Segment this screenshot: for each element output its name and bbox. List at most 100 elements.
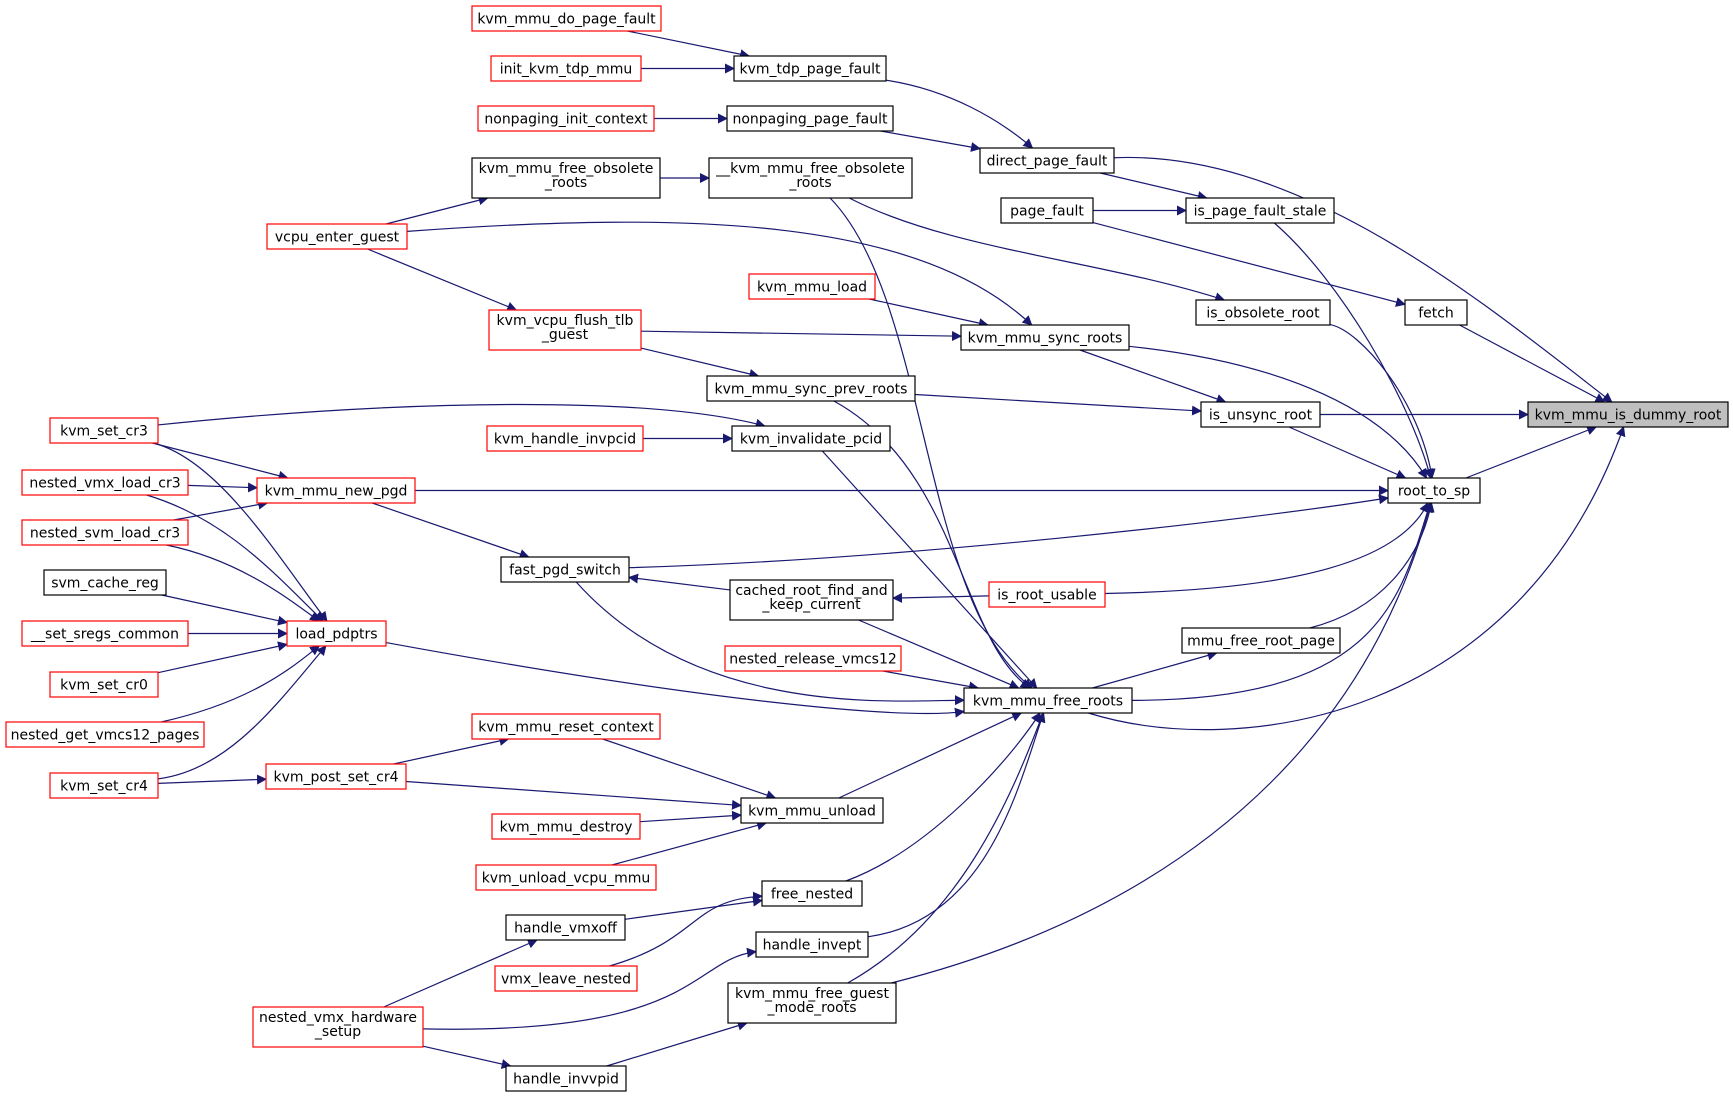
edge-path [157, 641, 288, 674]
node-handle-vmxoff[interactable]: handle_vmxoff [505, 914, 626, 941]
node-kvm-mmu-load[interactable]: kvm_mmu_load [748, 273, 876, 300]
node-label: kvm_unload_vcpu_mmu [482, 871, 651, 887]
node-direct-page-fault[interactable]: direct_page_fault [979, 147, 1115, 174]
edge-path [575, 581, 965, 706]
node-label: _setup [314, 1024, 361, 1040]
node-label: kvm_mmu_destroy [500, 820, 633, 836]
node-label: __set_sregs_common [30, 627, 179, 643]
node-nested-vmx-hardware-setup[interactable]: nested_vmx_hardware_setup [252, 1006, 424, 1048]
node-kvm-mmu-sync-roots[interactable]: kvm_mmu_sync_roots [960, 324, 1130, 351]
node-nonpaging-page-fault[interactable]: nonpaging_page_fault [726, 105, 894, 132]
node-is-obsolete-root[interactable]: is_obsolete_root [1195, 299, 1331, 326]
node-nested-vmx-load-cr3[interactable]: nested_vmx_load_cr3 [21, 469, 189, 496]
node-nested-get-vmcs12-pages[interactable]: nested_get_vmcs12_pages [5, 721, 205, 748]
node-box [490, 55, 642, 82]
node-nested-svm-load-cr3[interactable]: nested_svm_load_cr3 [21, 519, 189, 546]
edge-path [1113, 156, 1613, 403]
edge-kvm_set_cr0-to-load_pdptrs [157, 641, 288, 674]
node-box [21, 469, 189, 496]
node-box [491, 813, 641, 840]
edge-kvm_mmu_sync_roots-to-root_to_sp [1128, 345, 1428, 479]
node-kvm-vcpu-flush-tlb-guest[interactable]: kvm_vcpu_flush_tlb_guest [488, 309, 642, 351]
edge-kvm_mmu_free_roots-to-kvm_mmu_is_dummy_root [1088, 426, 1626, 731]
node-free-nested[interactable]: free_nested [761, 880, 863, 907]
node-kvm-mmu-free-obsolete-roots[interactable]: kvm_mmu_free_obsolete_roots [471, 157, 661, 199]
edge-path [153, 442, 328, 622]
edge-kvm_vcpu_flush_tlb_guest-to-kvm_mmu_sync_roots [640, 330, 962, 342]
node-kvm-set-cr3[interactable]: kvm_set_cr3 [49, 417, 159, 444]
node-nested-release-vmcs12[interactable]: nested_release_vmcs12 [724, 645, 902, 672]
node-kvm-mmu-destroy[interactable]: kvm_mmu_destroy [491, 813, 641, 840]
node-kvm-tdp-page-fault[interactable]: kvm_tdp_page_fault [733, 55, 887, 82]
edge-path [367, 248, 518, 312]
node-init-kvm-tdp-mmu[interactable]: init_kvm_tdp_mmu [490, 55, 642, 82]
node-vcpu-enter-guest[interactable]: vcpu_enter_guest [266, 223, 408, 250]
node-nonpaging-init-context[interactable]: nonpaging_init_context [477, 105, 655, 132]
node-kvm-handle-invpcid[interactable]: kvm_handle_invpcid [486, 425, 644, 452]
node-label: kvm_mmu_unload [748, 804, 876, 820]
edge-path [383, 939, 538, 1008]
node-kvm-mmu-free-obsolete-roots-inner[interactable]: __kvm_mmu_free_obsolete_roots [708, 157, 913, 199]
node-kvm-mmu-free-guest-mode-roots[interactable]: kvm_mmu_free_guest_mode_roots [727, 982, 897, 1024]
node-is-root-usable[interactable]: is_root_usable [988, 581, 1106, 608]
node-kvm-mmu-new-pgd[interactable]: kvm_mmu_new_pgd [256, 477, 416, 504]
node-kvm-mmu-do-page-fault[interactable]: kvm_mmu_do_page_fault [471, 5, 662, 32]
node-label: init_kvm_tdp_mmu [500, 62, 633, 78]
node-kvm-post-set-cr4[interactable]: kvm_post_set_cr4 [265, 763, 407, 790]
node-svm-cache-reg[interactable]: svm_cache_reg [43, 569, 167, 596]
node-kvm-mmu-free-roots[interactable]: kvm_mmu_free_roots [963, 687, 1133, 714]
node-label: kvm_mmu_sync_prev_roots [715, 382, 908, 398]
node-label: kvm_set_cr0 [60, 678, 148, 694]
node-fetch[interactable]: fetch [1404, 299, 1468, 326]
node-kvm-set-cr4[interactable]: kvm_set_cr4 [49, 772, 159, 799]
node-box [726, 105, 894, 132]
node-label: vcpu_enter_guest [275, 230, 400, 246]
node-box [963, 687, 1133, 714]
edge-nested_get_vmcs12_pages-to-load_pdptrs [161, 645, 321, 723]
node-label: root_to_sp [1398, 484, 1470, 500]
edge-kvm_invalidate_pcid-to-kvm_mmu_free_roots [821, 450, 1038, 689]
node-root-to-sp[interactable]: root_to_sp [1387, 477, 1481, 504]
node-kvm-mmu-unload[interactable]: kvm_mmu_unload [740, 797, 884, 824]
node-vmx-leave-nested[interactable]: vmx_leave_nested [494, 965, 638, 992]
node-box [475, 864, 657, 891]
edge-path [845, 712, 1041, 882]
edge-path [406, 221, 1033, 326]
edge-path [1459, 324, 1606, 403]
node-kvm-set-cr0[interactable]: kvm_set_cr0 [49, 671, 159, 698]
node-label: nonpaging_init_context [484, 112, 648, 128]
node-is-page-fault-stale[interactable]: is_page_fault_stale [1185, 197, 1335, 224]
edge-kvm_mmu_destroy-to-kvm_mmu_unload [639, 810, 742, 823]
node-handle-invvpid[interactable]: handle_invvpid [505, 1065, 627, 1092]
edge-path [1092, 221, 1406, 307]
edge-kvm_set_cr3-to-kvm_mmu_new_pgd [152, 442, 289, 481]
node-cached-root-find-and-keep-current[interactable]: cached_root_find_and_keep_current [729, 579, 894, 621]
node-kvm-unload-vcpu-mmu[interactable]: kvm_unload_vcpu_mmu [475, 864, 657, 891]
edge-path [152, 442, 289, 481]
node-handle-invept[interactable]: handle_invept [755, 931, 869, 958]
node-label: load_pdptrs [295, 627, 377, 643]
node-label: kvm_post_set_cr4 [273, 770, 398, 786]
node-box [49, 671, 159, 698]
node-fast-pgd-switch[interactable]: fast_pgd_switch [500, 556, 630, 583]
node-kvm-invalidate-pcid[interactable]: kvm_invalidate_pcid [731, 425, 891, 452]
node-is-unsync-root[interactable]: is_unsync_root [1200, 401, 1321, 428]
node-mmu-free-root-page[interactable]: mmu_free_root_page [1181, 627, 1341, 654]
node-label: kvm_tdp_page_fault [739, 62, 881, 78]
edge-path [173, 499, 269, 521]
node-set-sregs-common[interactable]: __set_sregs_common [21, 620, 189, 647]
node-label: _roots [544, 175, 587, 191]
node-box [471, 5, 662, 32]
edge-path [627, 30, 751, 60]
node-kvm-mmu-sync-prev-roots[interactable]: kvm_mmu_sync_prev_roots [706, 375, 916, 402]
node-load-pdptrs[interactable]: load_pdptrs [286, 620, 387, 647]
node-kvm-mmu-is-dummy-root: kvm_mmu_is_dummy_root [1527, 401, 1729, 428]
node-box [5, 721, 205, 748]
node-box [21, 620, 189, 647]
node-kvm-mmu-reset-context[interactable]: kvm_mmu_reset_context [471, 713, 661, 740]
node-label: _mode_roots [766, 1000, 856, 1016]
node-page-fault[interactable]: page_fault [1000, 197, 1094, 224]
edge-path [1104, 502, 1429, 595]
edge-path [1309, 502, 1435, 629]
